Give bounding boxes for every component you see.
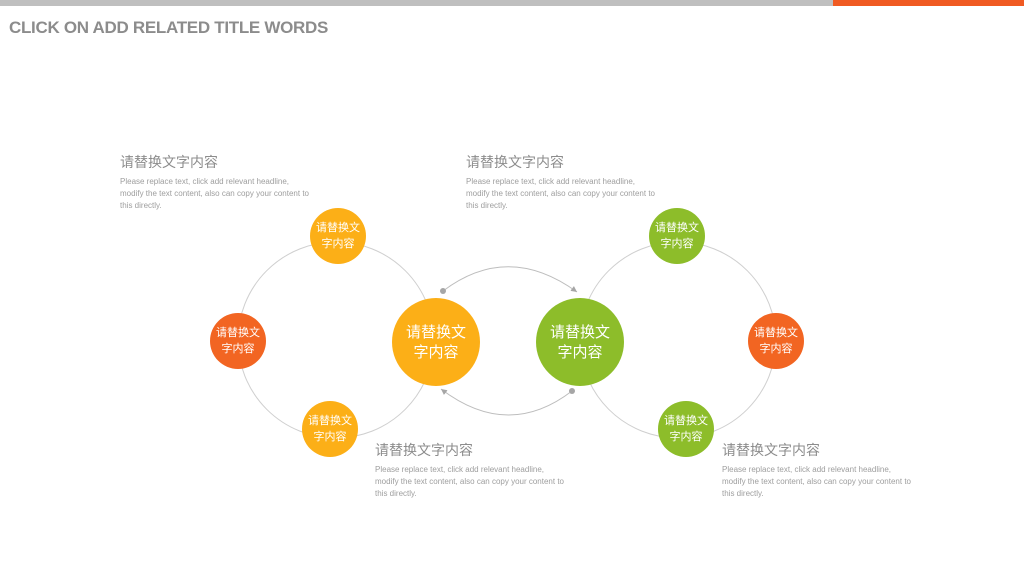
node-label: 请替换文字内容 bbox=[655, 221, 699, 250]
top-connector-arc bbox=[442, 266, 578, 293]
text-block-heading: 请替换文字内容 bbox=[722, 443, 820, 459]
right-cycle-top-node: 请替换文字内容 bbox=[649, 208, 705, 264]
left-cycle-bottom-node: 请替换文字内容 bbox=[302, 401, 358, 457]
connector-dot-bottom bbox=[569, 388, 575, 394]
text-block-body: Please replace text, click add relevant … bbox=[466, 177, 655, 210]
text-block-body: Please replace text, click add relevant … bbox=[120, 177, 309, 210]
text-block-heading: 请替换文字内容 bbox=[466, 155, 564, 171]
text-block-heading: 请替换文字内容 bbox=[120, 155, 218, 171]
node-label: 请替换文字内容 bbox=[405, 323, 466, 361]
text-block-top-left: 请替换文字内容 Please replace text, click add r… bbox=[120, 152, 310, 212]
text-block-bottom-left: 请替换文字内容 Please replace text, click add r… bbox=[375, 440, 565, 500]
right-cycle-right-node: 请替换文字内容 bbox=[748, 313, 804, 369]
node-label: 请替换文字内容 bbox=[754, 326, 798, 355]
node-label: 请替换文字内容 bbox=[308, 414, 352, 443]
right-cycle-center-node: 请替换文字内容 bbox=[536, 298, 624, 386]
top-bar bbox=[0, 0, 833, 6]
node-label: 请替换文字内容 bbox=[549, 323, 610, 361]
page-title: CLICK ON ADD RELATED TITLE WORDS bbox=[9, 18, 329, 37]
node-label: 请替换文字内容 bbox=[664, 414, 708, 443]
connector-dot-top bbox=[440, 288, 446, 294]
left-cycle-top-node: 请替换文字内容 bbox=[310, 208, 366, 264]
node-label: 请替换文字内容 bbox=[216, 326, 260, 355]
left-cycle-left-node: 请替换文字内容 bbox=[210, 313, 266, 369]
node-label: 请替换文字内容 bbox=[316, 221, 360, 250]
text-block-top-right: 请替换文字内容 Please replace text, click add r… bbox=[466, 152, 656, 212]
left-cycle-center-node: 请替换文字内容 bbox=[392, 298, 480, 386]
text-block-heading: 请替换文字内容 bbox=[375, 443, 473, 459]
right-cycle-bottom-node: 请替换文字内容 bbox=[658, 401, 714, 457]
bottom-connector-arc bbox=[440, 388, 573, 416]
text-block-bottom-right: 请替换文字内容 Please replace text, click add r… bbox=[722, 440, 912, 500]
text-block-body: Please replace text, click add relevant … bbox=[375, 465, 564, 498]
text-block-body: Please replace text, click add relevant … bbox=[722, 465, 911, 498]
top-bar-accent bbox=[833, 0, 1024, 6]
